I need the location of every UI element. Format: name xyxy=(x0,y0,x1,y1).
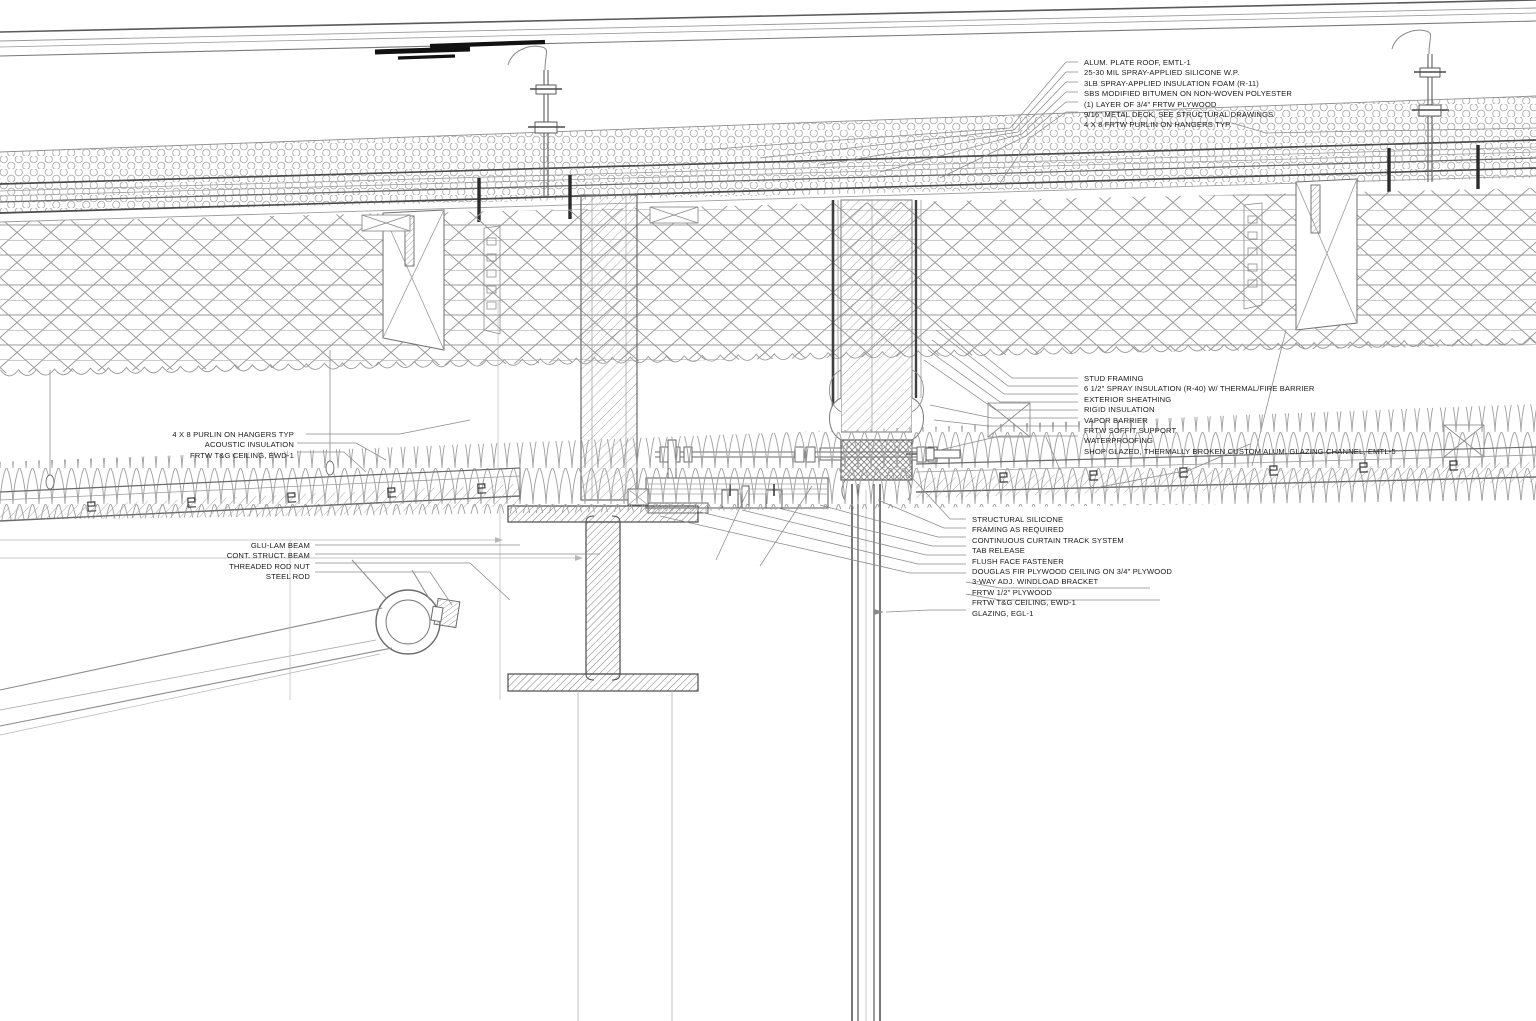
annotation-line: VAPOR BARRIER xyxy=(1084,415,1148,425)
annotation-line: FRTW T&G CEILING, EWD-1 xyxy=(972,598,1077,608)
annotation-line: 6 1/2" SPRAY INSULATION (R-40) W/ THERMA… xyxy=(1084,384,1315,394)
hanger-rod-assembly xyxy=(507,45,565,196)
continuous-structural-steel-beam xyxy=(507,505,699,1021)
metal-deck-and-plywood xyxy=(0,139,1536,223)
annotation-line: CONT. STRUCT. BEAM xyxy=(226,551,310,561)
annotation-line: WATERPROOFING xyxy=(1084,436,1154,446)
roof-assembly-annotation-block: ALUM. PLATE ROOF, EMTL-1 25-30 MIL SPRAY… xyxy=(1084,58,1292,131)
annotation-line: SBS MODIFIED BITUMEN ON NON-WOVEN POLYES… xyxy=(1084,89,1292,99)
leader-lines xyxy=(297,61,1536,615)
steel-rod-clevis-assembly xyxy=(0,559,461,736)
ceiling-annotation-block: 4 X 8 PURLIN ON HANGERS TYP ACOUSTIC INS… xyxy=(84,430,294,461)
annotation-line: STUD FRAMING xyxy=(1084,374,1144,383)
roof-assembly-layers xyxy=(0,0,1536,60)
annotation-line: FRAMING AS REQUIRED xyxy=(972,525,1064,535)
annotation-line: GLAZING, EGL-1 xyxy=(972,608,1034,618)
frtw-tg-ceiling-right xyxy=(915,446,1536,499)
annotation-line: TAB RELEASE xyxy=(972,546,1025,556)
annotation-line: THREADED ROD NUT xyxy=(229,561,310,571)
annotation-line: RIGID INSULATION xyxy=(1084,405,1155,415)
annotation-line: GLU-LAM BEAM xyxy=(250,541,310,550)
annotation-line: STRUCTURAL SILICONE xyxy=(972,515,1064,524)
annotation-line: STEEL ROD xyxy=(265,572,310,582)
curtain-wall-annotation-block: STRUCTURAL SILICONE FRAMING AS REQUIRED … xyxy=(972,515,1172,619)
annotation-line: SHOP GLAZED, THERMALLY BROKEN CUSTOM ALU… xyxy=(1084,446,1396,456)
acoustic-cavity-insulation xyxy=(0,188,1536,377)
annotation-line: 4 X 8 FRTW PURLIN ON HANGERS TYP. xyxy=(1084,120,1232,130)
glazing-unit-egl-1 xyxy=(851,484,881,1021)
roof-hanger-assemblies xyxy=(477,29,1480,222)
annotation-line: FRTW SOFFIT SUPPORT xyxy=(1084,426,1177,436)
annotation-line: 4 X 8 PURLIN ON HANGERS TYP xyxy=(172,430,294,439)
annotation-line: EXTERIOR SHEATHING xyxy=(1084,394,1172,404)
annotation-line: 3LB SPRAY-APPLIED INSULATION FOAM (R-11) xyxy=(1084,78,1259,88)
annotation-line: CONTINUOUS CURTAIN TRACK SYSTEM xyxy=(972,535,1124,545)
annotation-line: DOUGLAS FIR PLYWOOD CEILING ON 3/4" PLYW… xyxy=(972,567,1173,577)
hanger-rod-assembly xyxy=(1391,29,1449,182)
annotation-line: ACOUSTIC INSULATION xyxy=(204,440,294,450)
annotation-line: 9/16" METAL DECK, SEE STRUCTURAL DRAWING… xyxy=(1084,110,1274,120)
annotation-line: ALUM. PLATE ROOF, EMTL-1 xyxy=(1084,58,1191,67)
purlin-block xyxy=(382,209,445,351)
structure-annotation-block: GLU-LAM BEAM CONT. STRUCT. BEAM THREADED… xyxy=(100,541,310,583)
purlin-block xyxy=(1295,178,1358,331)
annotation-line: FRTW T&G CEILING, EWD-1 xyxy=(189,450,294,460)
annotation-line: 3-WAY ADJ. WINDLOAD BRACKET xyxy=(972,577,1099,587)
reference-lines xyxy=(0,300,583,700)
wall-assembly-annotation-block: STUD FRAMING 6 1/2" SPRAY INSULATION (R-… xyxy=(1084,374,1396,457)
annotation-line: FRTW 1/2" PLYWOOD xyxy=(972,587,1053,597)
annotation-line: FLUSH FACE FASTENER xyxy=(972,556,1064,566)
annotation-line: 25-30 MIL SPRAY-APPLIED SILICONE W.P. xyxy=(1084,68,1240,78)
annotation-line: (1) LAYER OF 3/4" FRTW PLYWOOD xyxy=(1084,99,1217,109)
